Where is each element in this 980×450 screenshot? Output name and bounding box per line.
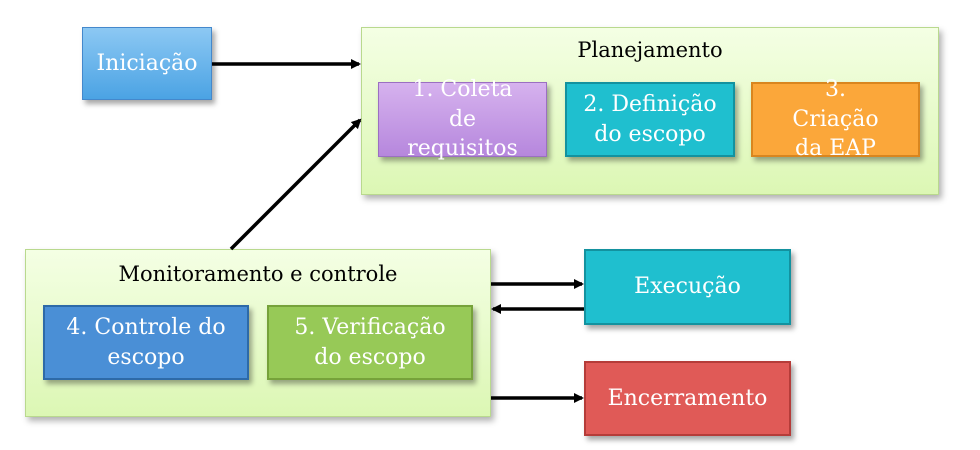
definicao-node: 2. Definição do escopo: [565, 82, 735, 157]
monitoramento-title: Monitoramento e controle: [118, 262, 398, 286]
encerramento-node: Encerramento: [584, 361, 791, 436]
controle-node: 4. Controle do escopo: [43, 305, 249, 380]
coleta-node: 1. Coleta de requisitos: [378, 77, 547, 161]
eap-node: 3. Criação da EAP: [751, 77, 920, 161]
planejamento-title: Planejamento: [577, 38, 723, 62]
verificacao-node: 5. Verificação do escopo: [267, 305, 473, 380]
arrow-monitoramento-planejamento: [229, 118, 362, 251]
execucao-node: Execução: [584, 249, 791, 325]
iniciacao-node: Iniciação: [82, 27, 212, 100]
